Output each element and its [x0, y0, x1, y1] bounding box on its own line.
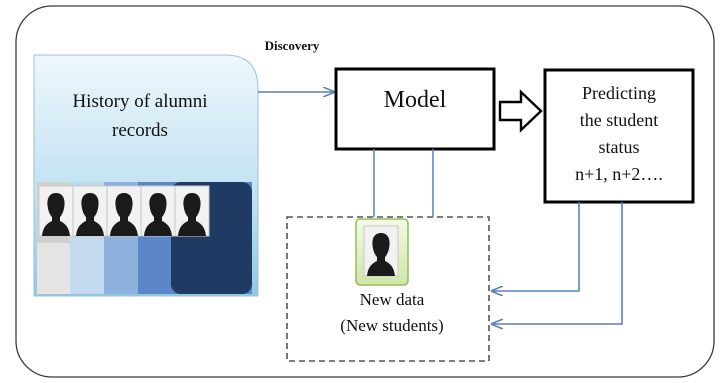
prediction-label-line4: n+1, n+2….: [575, 164, 663, 184]
history-label-line1: History of alumni: [72, 91, 207, 112]
history-label-line2: records: [112, 120, 168, 141]
model-box: [334, 67, 496, 151]
discovery-label: Discovery: [265, 38, 320, 53]
feedback-arrow-lower: [492, 202, 623, 324]
prediction-label-line3: status: [598, 137, 639, 157]
prediction-label-line2: the student: [580, 110, 659, 130]
history-block: History of alumni records: [33, 54, 259, 297]
new-data-label-line2: (New students): [340, 316, 443, 335]
person-silhouette-icon: [363, 225, 399, 277]
person-silhouette-icon: [174, 185, 210, 237]
person-silhouette-icon: [140, 185, 176, 237]
block-arrow-icon: [498, 89, 543, 133]
model-label: Model: [384, 87, 447, 113]
person-silhouette-icon: [72, 185, 108, 237]
prediction-box: [543, 68, 695, 204]
feedback-arrow-upper: [492, 202, 580, 291]
prediction-label-line1: Predicting: [582, 83, 656, 103]
person-silhouette-icon: [38, 185, 74, 237]
person-silhouette-icon: [106, 185, 142, 237]
new-student-card: [355, 218, 409, 286]
new-data-label-line1: New data: [360, 290, 425, 309]
